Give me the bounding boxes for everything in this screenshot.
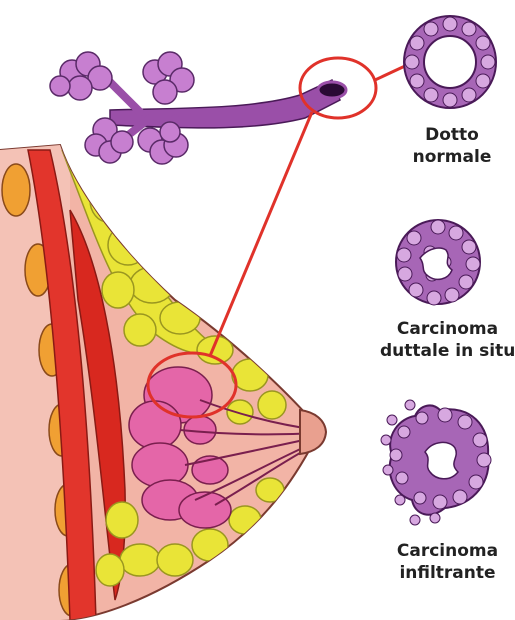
in-situ-duct-section: [396, 220, 480, 305]
normal-duct-section: [404, 16, 496, 108]
label-infiltrating-line1: Carcinoma: [385, 540, 510, 562]
lobule-duct-detail: [50, 52, 346, 164]
normal-duct-lumen: [424, 36, 476, 88]
label-infiltrating-carcinoma: Carcinoma infiltrante: [385, 540, 510, 584]
label-in-situ-line2: duttale in situ: [380, 340, 515, 362]
breast-cross-section: [0, 140, 326, 620]
label-normal-line1: Dotto: [392, 124, 512, 146]
label-normal-line2: normale: [392, 146, 512, 168]
label-in-situ-line1: Carcinoma: [380, 318, 515, 340]
callout-line-side: [375, 66, 405, 80]
label-infiltrating-line2: infiltrante: [385, 562, 510, 584]
infiltrating-duct-section: [381, 400, 491, 525]
label-in-situ-carcinoma: Carcinoma duttale in situ: [380, 318, 515, 362]
label-normal-duct: Dotto normale: [392, 124, 512, 168]
nipple: [300, 410, 326, 454]
callout-line-main: [210, 112, 312, 356]
duct-opening: [318, 82, 346, 98]
